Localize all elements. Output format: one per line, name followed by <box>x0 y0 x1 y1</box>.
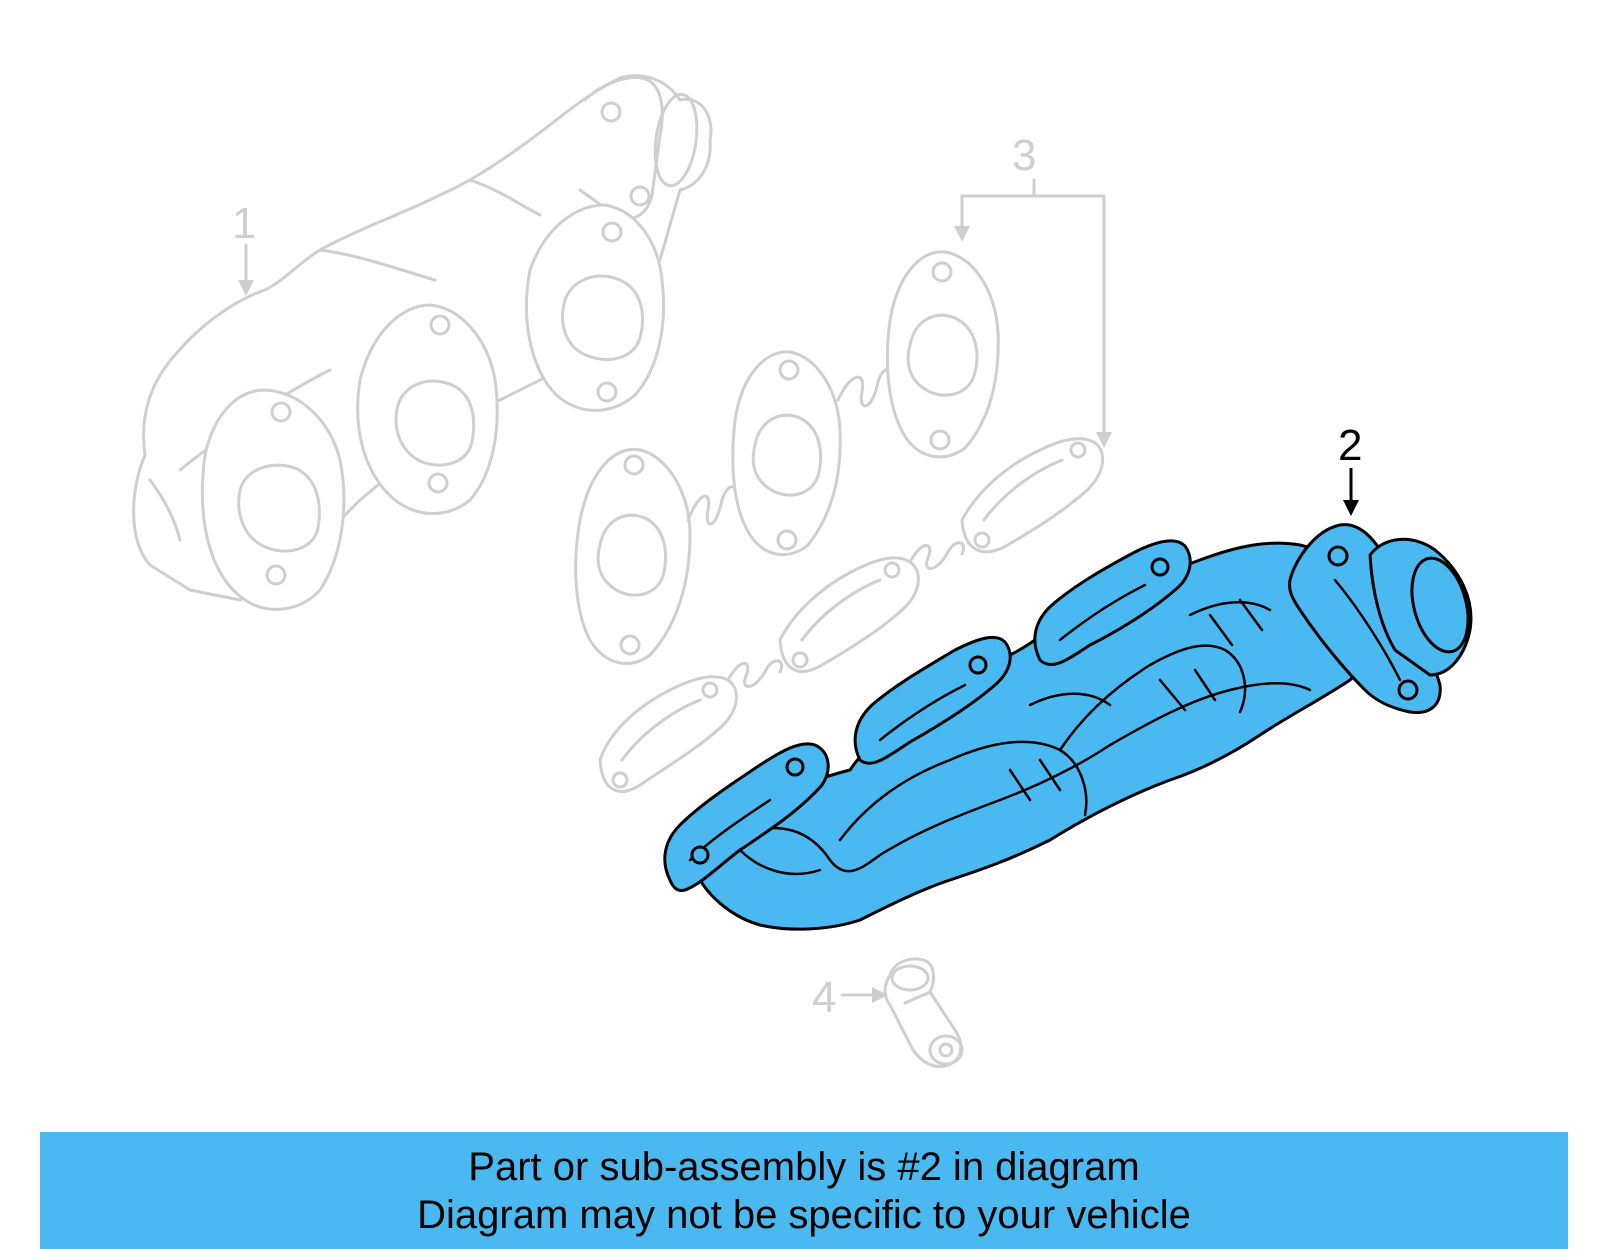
callout-2-arrowhead <box>1343 500 1359 516</box>
callout-4-arrowhead <box>872 987 888 1003</box>
callout-2-label: 2 <box>1338 421 1362 470</box>
banner-part-reference: Part or sub-assembly is #2 in diagram <box>468 1144 1140 1189</box>
callout-1-label: 1 <box>232 199 256 248</box>
part-3-gasket-set-ghost: 3 <box>574 131 1112 793</box>
callout-4-label: 4 <box>812 973 836 1022</box>
callout-3-label: 3 <box>1012 131 1036 180</box>
part-4-nut-ghost: 4 <box>812 957 964 1068</box>
callout-3-arrowhead-right <box>1096 432 1112 448</box>
part-1-exhaust-manifold-ghost: 1 <box>132 74 713 611</box>
part-2-exhaust-manifold-highlighted: 2 <box>663 421 1473 931</box>
callout-3-bracket <box>960 194 1106 442</box>
info-banner: Part or sub-assembly is #2 in diagram Di… <box>40 1132 1568 1249</box>
banner-vehicle-disclaimer: Diagram may not be specific to your vehi… <box>417 1192 1191 1237</box>
callout-3-arrowhead-left <box>954 226 970 242</box>
callout-1-arrowhead <box>238 280 254 296</box>
